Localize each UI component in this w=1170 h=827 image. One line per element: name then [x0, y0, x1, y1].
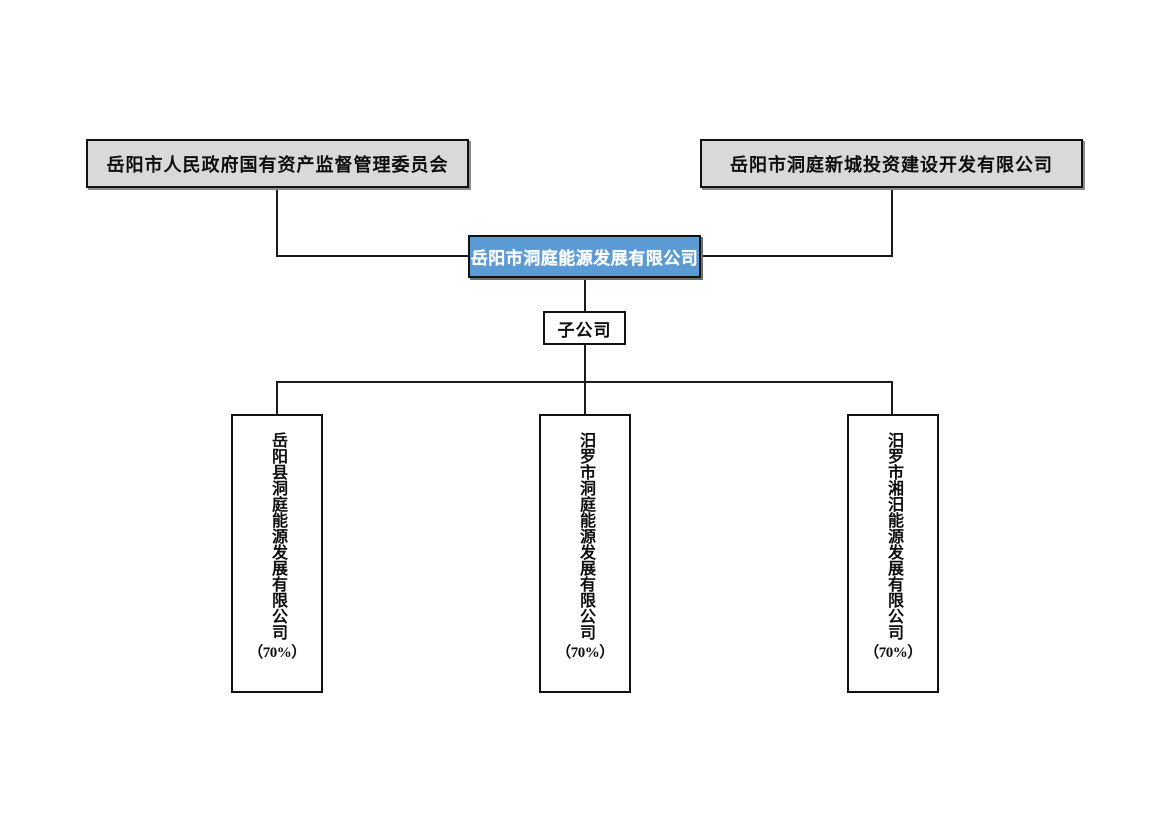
- node-subsidiaries-group[interactable]: 子公司: [543, 311, 626, 345]
- connector-bus-to-subsidiary-2: [584, 381, 586, 414]
- connector-primary-to-group: [584, 278, 586, 311]
- connector-left-shareholder-vertical: [276, 188, 278, 257]
- node-subsidiary-miluo-xiangmi[interactable]: 汨罗市湘汨能源发展有限公司 （70%）: [847, 414, 939, 693]
- node-subsidiary-miluo-dongting-name: 汨罗市洞庭能源发展有限公司: [576, 432, 594, 640]
- connector-right-shareholder-vertical: [891, 188, 893, 257]
- node-shareholder-dongting-new-city[interactable]: 岳阳市洞庭新城投资建设开发有限公司: [700, 139, 1083, 188]
- connector-bus-to-subsidiary-3: [891, 381, 893, 414]
- connector-right-shareholder-horizontal: [700, 255, 893, 257]
- node-shareholder-sasac-label: 岳阳市人民政府国有资产监督管理委员会: [106, 154, 449, 175]
- node-subsidiary-miluo-dongting-share: （70%）: [556, 645, 614, 661]
- node-subsidiary-miluo-dongting[interactable]: 汨罗市洞庭能源发展有限公司 （70%）: [539, 414, 631, 693]
- connector-bus-to-subsidiary-1: [276, 381, 278, 414]
- node-subsidiary-yueyang-county[interactable]: 岳阳县洞庭能源发展有限公司 （70%）: [231, 414, 323, 693]
- node-subsidiary-miluo-xiangmi-name: 汨罗市湘汨能源发展有限公司: [884, 432, 902, 640]
- node-shareholder-sasac[interactable]: 岳阳市人民政府国有资产监督管理委员会: [86, 139, 469, 188]
- node-subsidiary-miluo-xiangmi-share: （70%）: [864, 645, 922, 661]
- node-primary-company[interactable]: 岳阳市洞庭能源发展有限公司: [468, 235, 701, 278]
- node-subsidiary-yueyang-county-share: （70%）: [248, 645, 306, 661]
- connector-group-to-bus: [584, 345, 586, 383]
- node-primary-company-label: 岳阳市洞庭能源发展有限公司: [470, 249, 699, 268]
- node-shareholder-dongting-new-city-label: 岳阳市洞庭新城投资建设开发有限公司: [730, 154, 1053, 175]
- node-subsidiary-yueyang-county-name: 岳阳县洞庭能源发展有限公司: [268, 432, 286, 640]
- connector-left-shareholder-horizontal: [276, 255, 470, 257]
- node-subsidiaries-group-label: 子公司: [557, 320, 612, 340]
